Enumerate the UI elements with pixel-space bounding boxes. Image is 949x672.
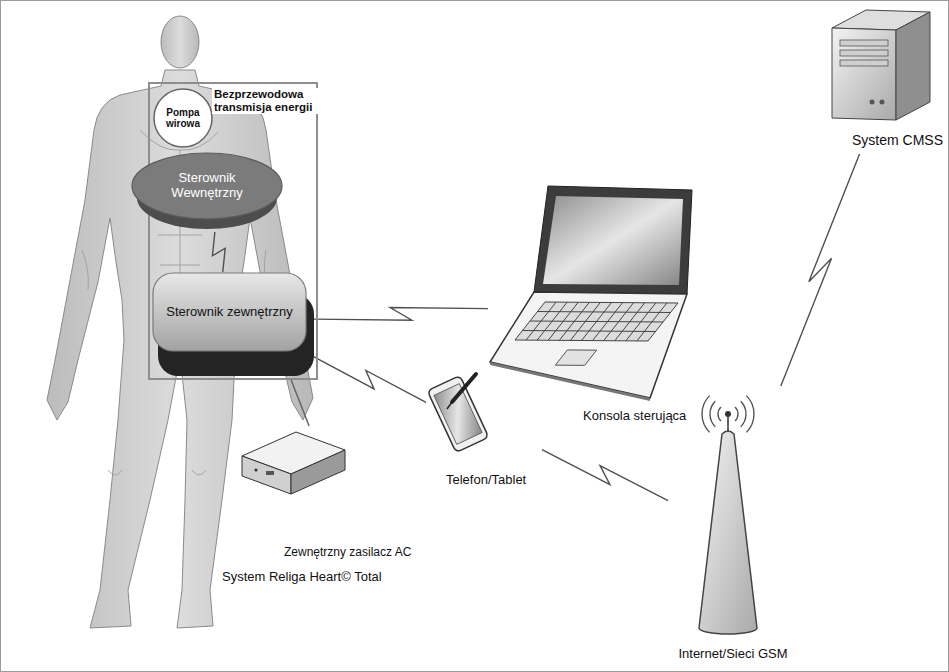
wireless-link (314, 357, 426, 403)
adapter-port (266, 471, 274, 475)
controller-shape (153, 273, 306, 351)
device-label: Konsola sterująca (583, 409, 686, 424)
ac-adapter-icon (242, 432, 345, 494)
caption-text: System Religa Heart© Total (222, 570, 382, 585)
server-button (870, 100, 875, 105)
server-icon (832, 10, 930, 120)
zone-heading: Bezprzewodowa transmisja energii (212, 88, 320, 114)
server-node: System CMSS (825, 4, 945, 154)
server-bay (840, 60, 888, 66)
keyboard-area (515, 302, 678, 341)
laptop-keyboard (496, 302, 679, 366)
adapter-front (242, 456, 291, 494)
adapter-led (254, 468, 257, 471)
laptop-base (490, 292, 687, 398)
tablet-icon (427, 374, 488, 452)
wireless-link (314, 308, 488, 321)
server-bay (840, 50, 888, 56)
pump-circle: Pompa wirowa (153, 88, 213, 148)
laptop-touchpad (555, 350, 596, 365)
power-cable (291, 380, 309, 426)
adapter-side (291, 450, 345, 494)
figure-head (161, 16, 199, 68)
device-label: System CMSS (852, 132, 943, 148)
server-bay (840, 40, 888, 46)
device-label: Internet/Sieci GSM (678, 647, 787, 662)
adapter-node: Zewnętrzny zasilacz AC (238, 426, 434, 564)
node-label: Sterownik zewnętrzny (166, 305, 292, 320)
tablet-body (427, 376, 488, 453)
keyboard-keys (515, 302, 678, 341)
server-button (880, 100, 885, 105)
laptop-screen (543, 196, 683, 285)
node-label: Pompa wirowa (161, 107, 205, 130)
console-node: Konsola sterująca (488, 180, 710, 424)
device-label: Telefon/Tablet (446, 473, 526, 488)
laptop-lid (534, 186, 692, 294)
wireless-link (542, 450, 668, 501)
node-label: Sterownik Wewnętrzny (161, 171, 253, 201)
laptop-edge (490, 362, 650, 401)
pill-outline (152, 272, 314, 376)
stylus-tip (447, 402, 452, 409)
gsm-tower-icon (699, 396, 757, 634)
wireless-zone: Pompa wirowaSterownik WewnętrznySterowni… (148, 82, 318, 380)
wireless-link (781, 154, 860, 386)
antenna-dot (725, 411, 731, 417)
internal-controller: Sterownik Wewnętrzny (131, 152, 283, 232)
pump-shape (154, 89, 212, 147)
laptop-icon (490, 186, 692, 401)
wireless-link (212, 232, 225, 272)
controller-shape (132, 153, 282, 219)
external-controller: Sterownik zewnętrzny (152, 272, 314, 376)
server-side (896, 12, 930, 120)
tablet-node: Telefon/Tablet (426, 360, 542, 492)
figure-body (47, 70, 313, 628)
stylus (452, 374, 476, 402)
server-front (832, 28, 896, 120)
tower-body (699, 431, 757, 634)
device-label: Zewnętrzny zasilacz AC (284, 546, 411, 560)
tower-node: Internet/Sieci GSM (668, 386, 798, 668)
